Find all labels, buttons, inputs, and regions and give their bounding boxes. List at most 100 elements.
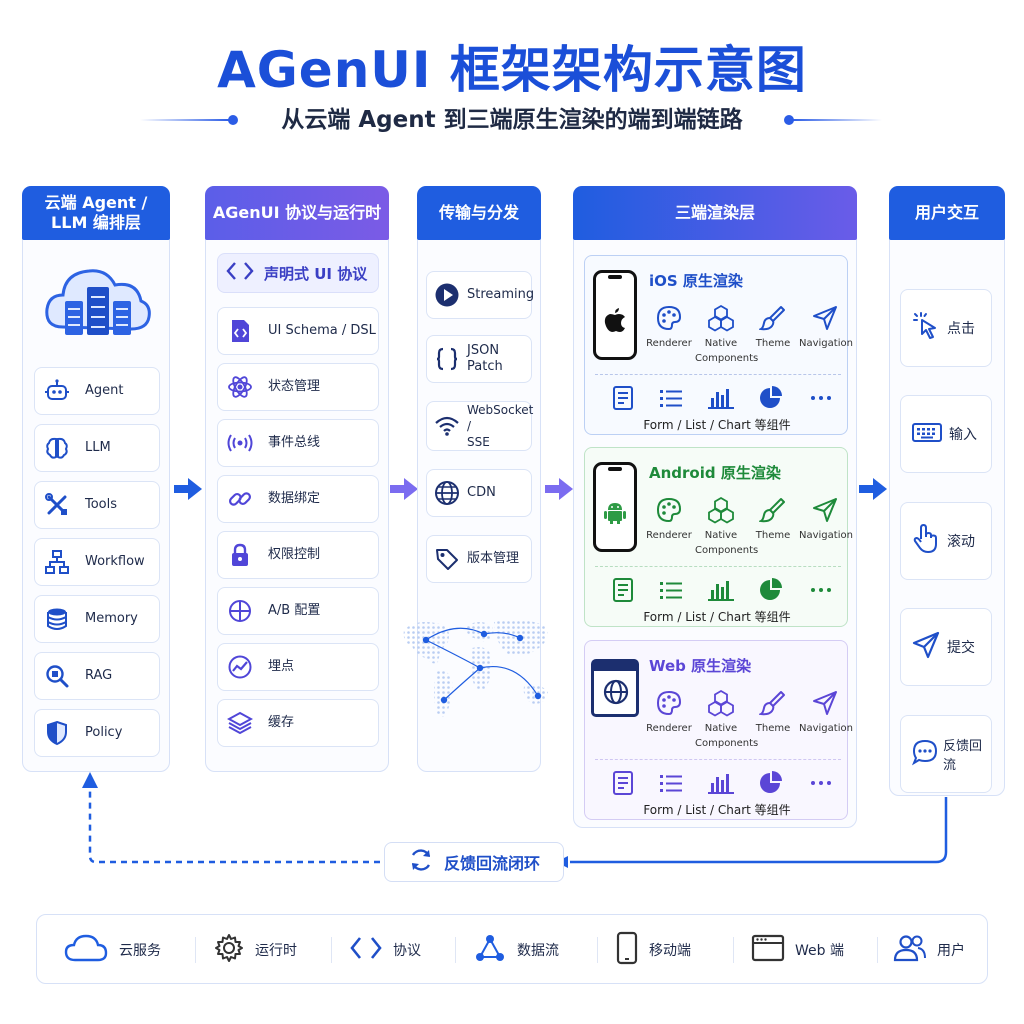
legend-separator: [331, 937, 332, 963]
form-icon: [609, 576, 637, 604]
cloud-column-header: 云端 Agent /LLM 编排层: [22, 186, 170, 240]
tools-icon: [43, 491, 71, 519]
transport-item-label: Streaming: [467, 287, 535, 302]
transport-item-cdn: CDN: [426, 469, 532, 517]
cloud-column: 云端 Agent /LLM 编排层 Agent LLM Tools Workfl…: [22, 186, 170, 772]
cubes-icon: [695, 494, 747, 526]
interaction-item-feedback: 反馈回流: [900, 715, 992, 793]
shield-icon: [43, 719, 71, 747]
transport-item-label: CDN: [467, 485, 496, 500]
flow-arrow-protocol-to-transport: [390, 478, 418, 504]
tag-icon: [433, 545, 461, 573]
flow-arrow-render-to-interaction: [859, 478, 887, 504]
cloud-item-policy: Policy: [34, 709, 160, 757]
list-icon: [657, 769, 685, 797]
cloud-item-label: Tools: [85, 497, 118, 512]
more-icon: [807, 576, 835, 604]
browser-device: [591, 659, 639, 717]
feature-label: Navigation: [799, 530, 853, 541]
ios-card-divider: [595, 374, 841, 375]
phone-icon: [615, 931, 639, 969]
subtitle-line-left: [140, 119, 230, 121]
cloud-item-label: RAG: [85, 668, 113, 683]
interaction-column-header: 用户交互: [889, 186, 1005, 240]
interaction-item-label: 输入: [949, 427, 977, 443]
feature-label-line1: Native: [704, 723, 738, 734]
protocol-item-label: 权限控制: [268, 547, 321, 562]
cloud-item-label: Policy: [85, 725, 123, 740]
transport-item-websocket: WebSocket /SSE: [426, 401, 533, 451]
broadcast-icon: [226, 429, 254, 457]
feature-label: Renderer: [646, 338, 692, 349]
feature-label-line2: Components: [695, 353, 759, 364]
wifi-icon: [433, 412, 461, 440]
navigation-arrow-icon: [799, 687, 851, 719]
ios-render-title: iOS 原生渲染: [649, 272, 743, 290]
protocol-item-label: UI Schema / DSL: [268, 323, 376, 338]
protocol-column-header: AGenUI 协议与运行时: [205, 186, 389, 240]
interaction-item-scroll: 滚动: [900, 502, 992, 580]
android-render-title: Android 原生渲染: [649, 464, 781, 482]
legend-separator: [597, 937, 598, 963]
apple-icon: [602, 307, 628, 333]
cloud-item-label: Agent: [85, 383, 124, 398]
feature-label: Navigation: [799, 338, 853, 349]
cloud-item-label: Memory: [85, 611, 138, 626]
android-device: [593, 462, 637, 552]
database-icon: [43, 605, 71, 633]
legend-item-runtime: 运行时: [213, 931, 297, 969]
bar-chart-icon: [707, 576, 735, 604]
workflow-icon: [43, 548, 71, 576]
declarative-ui-protocol: 声明式 UI 协议: [217, 253, 379, 293]
feature-label-line2: Components: [695, 545, 759, 556]
protocol-header-label: 声明式 UI 协议: [264, 264, 368, 283]
legend-label: 运行时: [255, 943, 297, 959]
protocol-item-ui-schema: UI Schema / DSL: [217, 307, 379, 355]
browser-icon: [751, 933, 785, 967]
more-icon: [807, 769, 835, 797]
feature-label: Renderer: [646, 530, 692, 541]
feature-label: Theme: [755, 723, 791, 734]
feedback-loop-pill: 反馈回流闭环: [384, 842, 564, 882]
feature-label-line2: Components: [695, 738, 759, 749]
form-icon: [609, 384, 637, 412]
feature-label-line1: Native: [704, 530, 738, 541]
legend-separator: [455, 937, 456, 963]
cloud-item-tools: Tools: [34, 481, 160, 529]
cloud-item-memory: Memory: [34, 595, 160, 643]
protocol-column: AGenUI 协议与运行时 声明式 UI 协议 UI Schema / DSL …: [205, 186, 389, 772]
cloud-item-label: LLM: [85, 440, 111, 455]
pie-chart-icon: [757, 576, 785, 604]
interaction-item-label: 滚动: [947, 534, 975, 550]
keyboard-icon: [911, 420, 943, 448]
transport-item-streaming: Streaming: [426, 271, 535, 319]
legend-bar: 云服务 运行时 协议 数据流 移动端 Web 端 用户: [36, 914, 988, 984]
web-render-title: Web 原生渲染: [649, 657, 752, 675]
android-navigation-feature: Navigation: [799, 494, 853, 543]
ios-navigation-feature: Navigation: [799, 302, 853, 351]
refresh-icon: [408, 847, 434, 877]
world-map-illustration: [396, 610, 556, 742]
chat-bubble-icon: [911, 738, 939, 770]
layers-icon: [226, 709, 254, 737]
palette-icon: [643, 494, 695, 526]
transport-item-label: JSON Patch: [467, 343, 503, 374]
protocol-item-label: 事件总线: [268, 435, 321, 450]
cursor-click-icon: [911, 311, 941, 345]
transport-item-version: 版本管理: [426, 535, 532, 583]
cubes-icon: [695, 302, 747, 334]
interaction-item-submit: 提交: [900, 608, 992, 686]
feature-label: Navigation: [799, 723, 853, 734]
navigation-arrow-icon: [799, 494, 851, 526]
pie-chart-icon: [757, 384, 785, 412]
interaction-item-label: 反馈回流: [943, 739, 983, 773]
android-card-divider: [595, 566, 841, 567]
legend-label: 数据流: [517, 943, 559, 959]
protocol-item-permission: 权限控制: [217, 531, 379, 579]
